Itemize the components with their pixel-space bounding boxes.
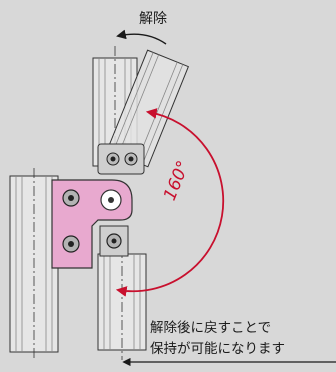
mid-bracket (97, 143, 145, 175)
release-arrow (116, 29, 167, 45)
lower-right-profile (97, 248, 147, 360)
angle-arc (115, 108, 225, 297)
left-profile (9, 168, 59, 360)
lower-bolt-block (99, 225, 129, 257)
note-line-1: 解除後に戻すことで (150, 320, 272, 336)
note-line-2: 保持が可能になります (150, 341, 285, 357)
release-label: 解除 (139, 11, 167, 27)
